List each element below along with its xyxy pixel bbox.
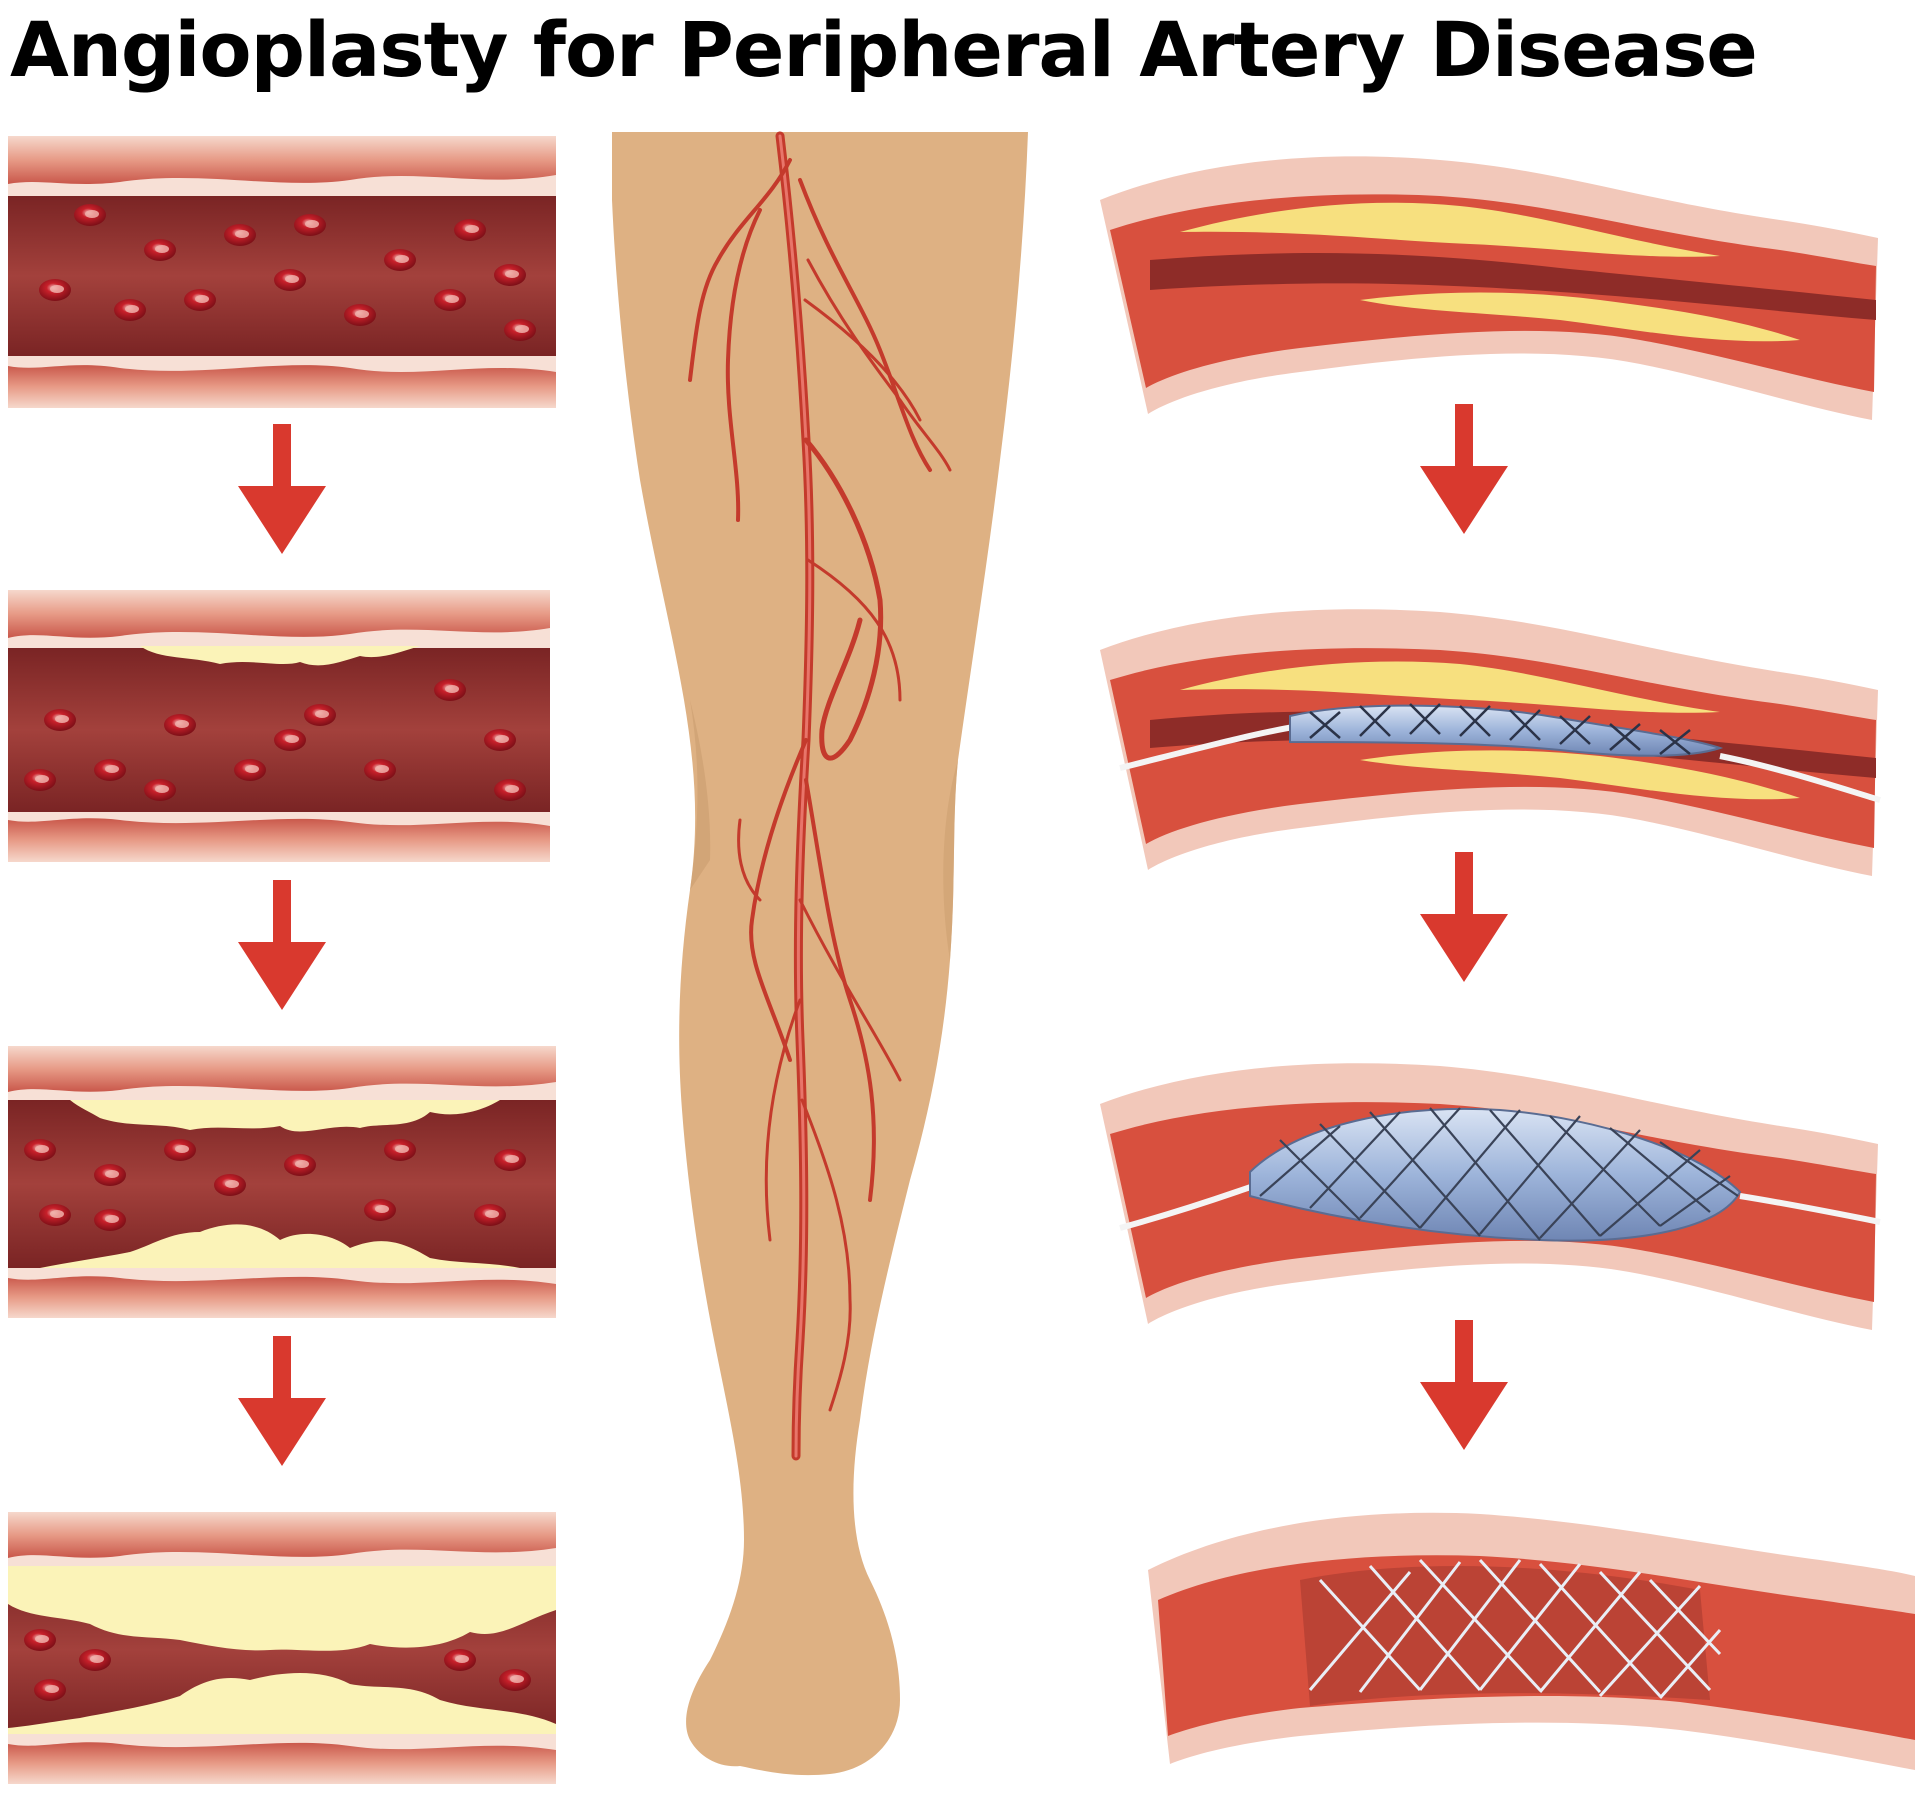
red-blood-cell-icon xyxy=(364,1199,396,1221)
red-blood-cell-icon xyxy=(44,709,76,731)
red-blood-cell-icon xyxy=(74,204,106,226)
red-blood-cell-icon xyxy=(384,249,416,271)
red-blood-cell-icon xyxy=(434,679,466,701)
red-blood-cell-icon xyxy=(494,264,526,286)
red-blood-cell-icon xyxy=(24,1629,56,1651)
moderate-plaque-artery xyxy=(8,1046,556,1318)
down-arrow-icon xyxy=(1420,1320,1508,1450)
down-arrow-icon xyxy=(1420,852,1508,982)
red-blood-cell-icon xyxy=(94,1209,126,1231)
page-title: Angioplasty for Peripheral Artery Diseas… xyxy=(10,5,1758,94)
red-blood-cell-icon xyxy=(494,779,526,801)
red-blood-cell-icon xyxy=(234,759,266,781)
red-blood-cell-icon xyxy=(184,289,216,311)
red-blood-cell-icon xyxy=(304,704,336,726)
red-blood-cell-icon xyxy=(24,769,56,791)
red-blood-cell-icon xyxy=(474,1204,506,1226)
red-blood-cell-icon xyxy=(484,729,516,751)
inflated-balloon-stent xyxy=(1100,1063,1881,1330)
red-blood-cell-icon xyxy=(454,219,486,241)
red-blood-cell-icon xyxy=(224,224,256,246)
red-blood-cell-icon xyxy=(499,1669,531,1691)
red-blood-cell-icon xyxy=(214,1174,246,1196)
red-blood-cell-icon xyxy=(164,714,196,736)
red-blood-cell-icon xyxy=(494,1149,526,1171)
red-blood-cell-icon xyxy=(144,779,176,801)
red-blood-cell-icon xyxy=(79,1649,111,1671)
red-blood-cell-icon xyxy=(344,304,376,326)
down-arrow-icon xyxy=(238,424,326,554)
red-blood-cell-icon xyxy=(144,239,176,261)
red-blood-cell-icon xyxy=(39,1204,71,1226)
red-blood-cell-icon xyxy=(384,1139,416,1161)
severe-plaque-artery xyxy=(8,1512,556,1784)
red-blood-cell-icon xyxy=(164,1139,196,1161)
down-arrow-icon xyxy=(1420,404,1508,534)
red-blood-cell-icon xyxy=(34,1679,66,1701)
deflated-balloon-stent xyxy=(1100,609,1881,876)
red-blood-cell-icon xyxy=(294,214,326,236)
red-blood-cell-icon xyxy=(24,1139,56,1161)
red-blood-cell-icon xyxy=(114,299,146,321)
red-blood-cell-icon xyxy=(284,1154,316,1176)
early-plaque-artery xyxy=(8,590,550,862)
red-blood-cell-icon xyxy=(434,289,466,311)
red-blood-cell-icon xyxy=(504,319,536,341)
leg-illustration xyxy=(612,132,1028,1776)
red-blood-cell-icon xyxy=(39,279,71,301)
red-blood-cell-icon xyxy=(274,269,306,291)
red-blood-cell-icon xyxy=(94,759,126,781)
red-blood-cell-icon xyxy=(274,729,306,751)
red-blood-cell-icon xyxy=(364,759,396,781)
red-blood-cell-icon xyxy=(444,1649,476,1671)
down-arrow-icon xyxy=(238,880,326,1010)
red-blood-cell-icon xyxy=(94,1164,126,1186)
leg-arteries xyxy=(688,131,952,1461)
stent-deployed xyxy=(1148,1512,1915,1770)
down-arrow-icon xyxy=(238,1336,326,1466)
narrowed-artery xyxy=(1100,156,1878,421)
